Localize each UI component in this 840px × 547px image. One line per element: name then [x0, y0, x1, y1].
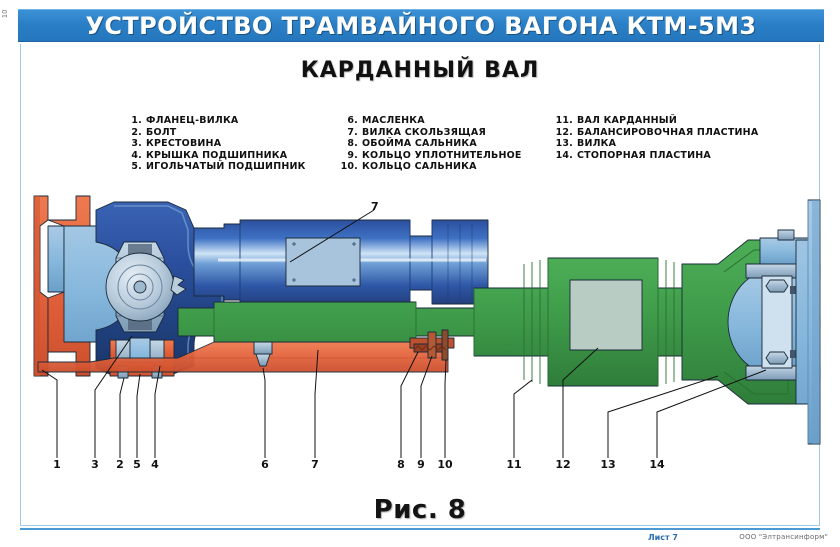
- poster-title-bar: УСТРОЙСТВО ТРАМВАЙНОГО ВАГОНА КТМ-5М3: [18, 9, 824, 42]
- spine-mark-label: 10: [2, 9, 9, 18]
- legend-item-number: 6.: [347, 115, 358, 126]
- tube-id-plate: [285, 237, 361, 287]
- legend-item: 8. ОБОЙМА САЛЬНИКА: [338, 138, 553, 150]
- legend-column-3: 11. ВАЛ КАРДАННЫЙ 12. БАЛАНСИРОВОЧНАЯ ПЛ…: [553, 115, 783, 173]
- callout-number: 8: [397, 458, 405, 471]
- legend-item-number: 4.: [131, 149, 142, 161]
- section-subtitle: КАРДАННЫЙ ВАЛ: [300, 58, 540, 83]
- joint-boss: [105, 252, 187, 322]
- legend-item-label: БАЛАНСИРОВОЧНАЯ ПЛАСТИНА: [577, 126, 759, 138]
- legend-item-label: КОЛЬЦО САЛЬНИКА: [362, 161, 477, 173]
- callout-number: 11: [506, 458, 522, 471]
- orange-sleeve: [37, 341, 449, 373]
- legend-item: 12. БАЛАНСИРОВОЧНАЯ ПЛАСТИНА: [553, 127, 783, 139]
- callout-number: 7: [311, 458, 319, 471]
- legend-item-number: 2.: [131, 126, 142, 138]
- legend-item-number: 8.: [347, 138, 358, 150]
- legend-item: 11. ВАЛ КАРДАННЫЙ: [553, 115, 783, 127]
- callout-number: 9: [417, 458, 425, 471]
- callout-number: 6: [261, 458, 269, 471]
- callout-number: 12: [555, 458, 571, 471]
- callout-number-row: 1 3 2 5 4 6 7 8 9 10 11 12 13 14: [0, 458, 840, 478]
- legend-column-2: 6. МАСЛЕНКА 7. ВИЛКА СКОЛЬЗЯЩАЯ 8. ОБОЙМ…: [338, 115, 553, 173]
- legend-item-number: 14.: [555, 149, 573, 161]
- poster-title: УСТРОЙСТВО ТРАМВАЙНОГО ВАГОНА КТМ-5М3: [85, 11, 757, 40]
- callout-number: 2: [116, 458, 124, 471]
- cardan-shaft-drawing: [18, 180, 824, 480]
- legend-item-number: 11.: [555, 115, 573, 126]
- legend-item: 9. КОЛЬЦО УПЛОТНИТЕЛЬНОЕ: [338, 150, 553, 162]
- legend-item-number: 7.: [347, 126, 358, 138]
- legend-item: 6. МАСЛЕНКА: [338, 115, 553, 127]
- footer-rule: [20, 528, 820, 530]
- callout-number: 4: [151, 458, 159, 471]
- legend-item-label: КРЫШКА ПОДШИПНИКА: [146, 149, 288, 161]
- seal-assembly: [409, 329, 455, 361]
- callout-number: 13: [600, 458, 616, 471]
- callout-number: 3: [91, 458, 99, 471]
- legend-item-label: КРЕСТОВИНА: [146, 138, 222, 150]
- legend-item-number: 10.: [340, 161, 358, 173]
- legend-item-label: ВИЛКА: [577, 138, 617, 150]
- inline-callout-7: 7: [371, 200, 379, 213]
- legend-item-number: 9.: [347, 149, 358, 161]
- page-left-margin: 10: [0, 0, 18, 547]
- right-flange: [795, 199, 821, 445]
- legend-item-label: СТОПОРНАЯ ПЛАСТИНА: [577, 149, 711, 161]
- figure-caption: Рис. 8: [373, 495, 467, 525]
- grease-nipple: [253, 341, 273, 367]
- legend-item-number: 1.: [131, 115, 142, 126]
- legend-item: 5. ИГОЛЬЧАТЫЙ ПОДШИПНИК: [128, 161, 338, 173]
- legend-item: 14. СТОПОРНАЯ ПЛАСТИНА: [553, 150, 783, 162]
- legend-item: 2. БОЛТ: [128, 127, 338, 139]
- legend-item-label: ВАЛ КАРДАННЫЙ: [577, 115, 677, 126]
- leader-lines: [41, 209, 767, 458]
- parts-legend: 1. ФЛАНЕЦ-ВИЛКА 2. БОЛТ 3. КРЕСТОВИНА 4.…: [0, 115, 840, 173]
- legend-item-label: МАСЛЕНКА: [362, 115, 425, 126]
- legend-item-number: 13.: [555, 138, 573, 150]
- callout-number: 14: [649, 458, 665, 471]
- legend-item-label: ИГОЛЬЧАТЫЙ ПОДШИПНИК: [146, 161, 306, 173]
- legend-item-label: КОЛЬЦО УПЛОТНИТЕЛЬНОЕ: [362, 149, 522, 161]
- balancing-plate: [569, 279, 643, 351]
- legend-item: 4. КРЫШКА ПОДШИПНИКА: [128, 150, 338, 162]
- legend-item-label: ОБОЙМА САЛЬНИКА: [362, 138, 477, 150]
- callout-number: 1: [53, 458, 61, 471]
- legend-item-label: БОЛТ: [146, 126, 177, 138]
- callout-number: 5: [133, 458, 141, 471]
- publisher-credit: ООО "Элтрансинформ": [739, 533, 828, 541]
- legend-column-1: 1. ФЛАНЕЦ-ВИЛКА 2. БОЛТ 3. КРЕСТОВИНА 4.…: [128, 115, 338, 173]
- sheet-number: Лист 7: [648, 533, 678, 542]
- legend-item-number: 12.: [555, 126, 573, 138]
- legend-item: 1. ФЛАНЕЦ-ВИЛКА: [128, 115, 338, 127]
- legend-item: 7. ВИЛКА СКОЛЬЗЯЩАЯ: [338, 127, 553, 139]
- legend-item: 10. КОЛЬЦО САЛЬНИКА: [338, 161, 553, 173]
- legend-item: 3. КРЕСТОВИНА: [128, 138, 338, 150]
- legend-item-label: ВИЛКА СКОЛЬЗЯЩАЯ: [362, 126, 486, 138]
- legend-item: 13. ВИЛКА: [553, 138, 783, 150]
- callout-number: 10: [437, 458, 453, 471]
- legend-item-number: 5.: [131, 161, 142, 173]
- legend-item-label: ФЛАНЕЦ-ВИЛКА: [146, 115, 239, 126]
- legend-item-number: 3.: [131, 138, 142, 150]
